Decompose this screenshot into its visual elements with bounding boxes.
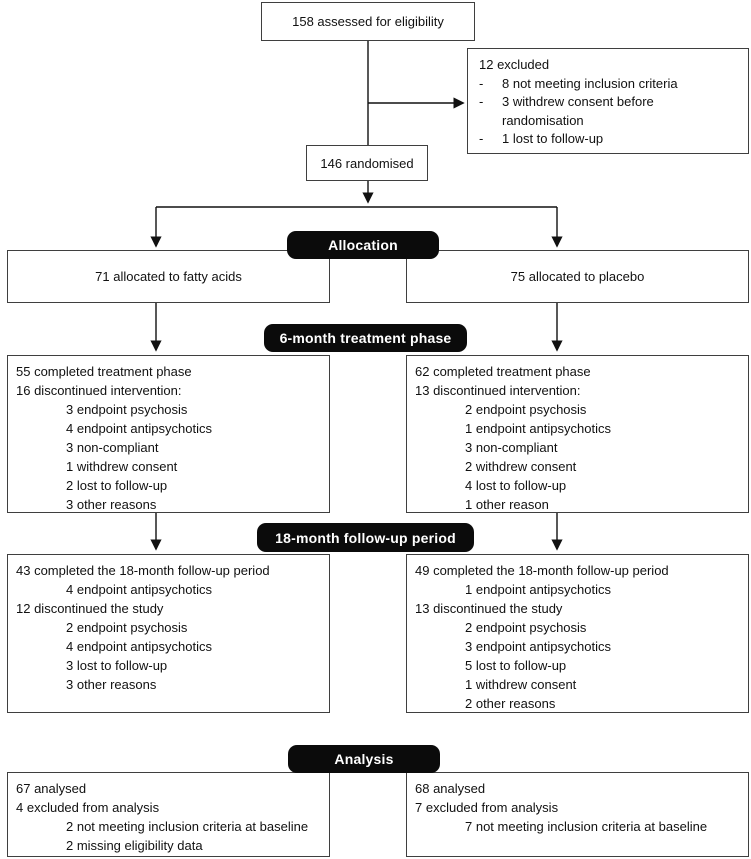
flow-line: 3 non-compliant <box>66 440 159 455</box>
flow-line: 1 endpoint antipsychotics <box>465 421 611 436</box>
flow-line: 2 endpoint psychosis <box>465 402 587 417</box>
flow-line: 4 endpoint antipsychotics <box>66 421 212 436</box>
flow-line: 2 lost to follow-up <box>66 478 168 493</box>
phase-band-treatment: 6-month treatment phase <box>264 324 467 352</box>
flow-line: 43 completed the 18-month follow-up peri… <box>16 563 270 578</box>
flow-line: 3 other reasons <box>66 497 157 512</box>
excluded-item: - 3 withdrew consent before randomisatio… <box>479 93 742 130</box>
flow-line: 12 discontinued the study <box>16 601 164 616</box>
phase-band-label: Analysis <box>334 751 394 767</box>
excluded-item-text: 3 withdrew consent before randomisation <box>502 94 654 128</box>
flow-line: 49 completed the 18-month follow-up peri… <box>415 563 669 578</box>
analysis-left-box: 67 analysed 4 excluded from analysis 2 n… <box>7 772 330 857</box>
analysis-right-box: 68 analysed 7 excluded from analysis 7 n… <box>406 772 749 857</box>
flow-line: 13 discontinued the study <box>415 601 563 616</box>
treatment-left-box: 55 completed treatment phase 16 disconti… <box>7 355 330 513</box>
flow-line: 4 excluded from analysis <box>16 800 160 815</box>
treatment-right-box: 62 completed treatment phase 13 disconti… <box>406 355 749 513</box>
flow-line: 67 analysed <box>16 781 87 796</box>
flow-line: 2 other reasons <box>465 696 556 711</box>
phase-band-analysis: Analysis <box>288 745 440 773</box>
excluded-item-text: 8 not meeting inclusion criteria <box>502 75 678 91</box>
flow-line: 4 endpoint antipsychotics <box>66 582 212 597</box>
excluded-item: - 8 not meeting inclusion criteria <box>479 75 742 94</box>
flow-line: 1 endpoint antipsychotics <box>465 582 611 597</box>
flow-line: 13 discontinued intervention: <box>415 383 581 398</box>
assessed-text: 158 assessed for eligibility <box>292 14 444 29</box>
phase-band-label: 18-month follow-up period <box>275 529 456 546</box>
flow-line: 5 lost to follow-up <box>465 658 567 673</box>
phase-band-label: 6-month treatment phase <box>279 330 452 346</box>
flow-line: 1 withdrew consent <box>66 459 178 474</box>
followup-right-box: 49 completed the 18-month follow-up peri… <box>406 554 749 713</box>
flow-line: 4 lost to follow-up <box>465 478 567 493</box>
randomised-text: 146 randomised <box>320 155 414 171</box>
flow-line: 2 endpoint psychosis <box>465 620 587 635</box>
bullet-dash: - <box>479 131 484 146</box>
flow-line: 4 endpoint antipsychotics <box>66 639 212 654</box>
allocation-right-text: 75 allocated to placebo <box>510 269 645 284</box>
randomised-box: 146 randomised <box>306 145 428 181</box>
phase-band-allocation: Allocation <box>287 231 439 259</box>
flow-line: 3 endpoint antipsychotics <box>465 639 611 654</box>
bullet-dash: - <box>479 75 484 91</box>
phase-band-label: Allocation <box>328 237 398 253</box>
allocation-left-text: 71 allocated to fatty acids <box>95 269 242 284</box>
flow-line: 1 other reason <box>465 497 549 512</box>
excluded-item: - 1 lost to follow-up <box>479 130 742 149</box>
phase-band-followup: 18-month follow-up period <box>257 523 474 552</box>
flow-line: 3 non-compliant <box>465 440 558 455</box>
flow-line: 55 completed treatment phase <box>16 364 192 379</box>
flow-line: 2 not meeting inclusion criteria at base… <box>66 819 309 834</box>
flow-line: 7 excluded from analysis <box>415 800 559 815</box>
flow-line: 62 completed treatment phase <box>415 364 591 379</box>
flow-line: 16 discontinued intervention: <box>16 383 182 398</box>
bullet-dash: - <box>479 94 484 109</box>
flow-line: 2 withdrew consent <box>465 459 577 474</box>
excluded-box: 12 excluded - 8 not meeting inclusion cr… <box>467 48 749 154</box>
excluded-item-text: 1 lost to follow-up <box>502 131 604 146</box>
excluded-title: 12 excluded <box>479 57 550 72</box>
flow-line: 68 analysed <box>415 781 486 796</box>
allocation-left-box: 71 allocated to fatty acids <box>7 250 330 303</box>
flow-line: 2 missing eligibility data <box>66 838 203 853</box>
flow-line: 3 lost to follow-up <box>66 658 168 673</box>
flow-line: 1 withdrew consent <box>465 677 577 692</box>
flow-line: 3 endpoint psychosis <box>66 402 188 417</box>
flow-line: 3 other reasons <box>66 677 157 692</box>
allocation-right-box: 75 allocated to placebo <box>406 250 749 303</box>
flow-line: 2 endpoint psychosis <box>66 620 188 635</box>
assessed-box: 158 assessed for eligibility <box>261 2 475 41</box>
followup-left-box: 43 completed the 18-month follow-up peri… <box>7 554 330 713</box>
flow-line: 7 not meeting inclusion criteria at base… <box>465 819 708 834</box>
